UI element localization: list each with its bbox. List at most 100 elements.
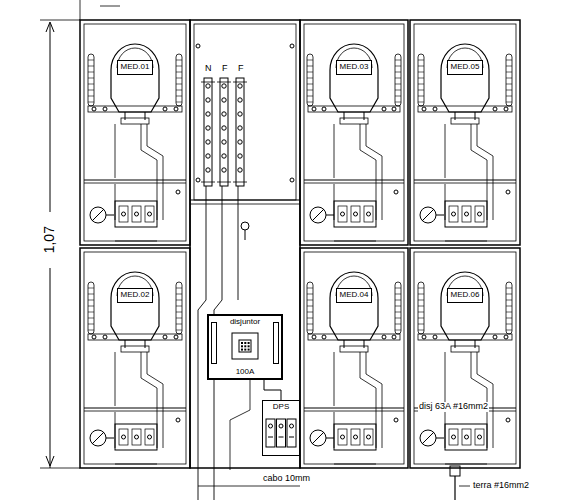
meter-body — [111, 272, 159, 340]
rail-rib — [88, 84, 94, 85]
terminal-clamp — [449, 206, 458, 222]
mounting-bracket — [88, 106, 182, 112]
rail-rib — [395, 294, 401, 295]
note-label: terra #16mm2 — [472, 481, 530, 491]
bolt — [103, 107, 107, 111]
bolt — [322, 107, 326, 111]
meter-terminal — [455, 112, 456, 120]
meter-terminal — [125, 340, 126, 348]
ground-stud — [394, 190, 398, 194]
compartment-frame — [300, 20, 408, 245]
divider — [304, 180, 404, 181]
rail-rib — [307, 90, 313, 91]
arrowhead — [46, 456, 54, 466]
terminal-screw — [135, 435, 139, 439]
rail-rib — [418, 312, 424, 313]
terminal-screw — [367, 435, 371, 439]
busbar-label: N — [204, 64, 213, 74]
meter-display: MED.05 — [447, 60, 484, 75]
rail-rib — [307, 84, 313, 85]
compartment-inner — [304, 252, 404, 464]
terminal-clamp — [475, 429, 484, 445]
node-label: MED.01 — [121, 63, 150, 72]
busbar-clamp — [233, 182, 247, 183]
divider — [190, 199, 300, 200]
ground-conductor — [450, 466, 470, 500]
rail-rib — [506, 84, 512, 85]
rail-rib — [176, 294, 182, 295]
meter-terminal — [475, 112, 476, 120]
cable-entry — [334, 241, 376, 242]
busbar-bolt — [222, 168, 226, 172]
busbar-label: F — [221, 64, 229, 74]
busbar-bolt — [206, 168, 210, 172]
rail-rib — [506, 72, 512, 73]
extension-line — [80, 0, 81, 20]
meter-display: MED.06 — [447, 288, 484, 303]
meter-compartment — [410, 248, 520, 468]
mounting-rail — [176, 282, 182, 334]
breaker-link — [436, 215, 444, 216]
wire — [147, 352, 163, 448]
rail-rib — [176, 288, 182, 289]
terminal-clamp — [364, 429, 373, 445]
feed-cable — [198, 186, 206, 500]
dimension-line — [50, 24, 51, 212]
node-label: MED.06 — [451, 291, 480, 300]
rail-rib — [307, 72, 313, 73]
rail-rib — [176, 90, 182, 91]
rail-rib — [88, 102, 94, 103]
busbar-bolt — [238, 140, 242, 144]
rail-rib — [418, 300, 424, 301]
terminal-block — [115, 201, 157, 227]
cable-entry — [115, 241, 157, 242]
terminal-clamp — [145, 429, 154, 445]
main-breaker: disjuntor100A — [207, 314, 283, 380]
rail-rib — [395, 72, 401, 73]
rail-rib — [506, 78, 512, 79]
busbar-clamp — [217, 82, 231, 83]
rail-rib — [307, 294, 313, 295]
meter-terminal-cover — [340, 118, 368, 124]
rail-rib — [506, 324, 512, 325]
terminal-screw — [341, 212, 345, 216]
meter-compartment — [410, 20, 520, 245]
bolt — [312, 335, 316, 339]
bolt — [493, 107, 497, 111]
breaker-lever — [312, 432, 324, 444]
leader-line — [459, 486, 470, 487]
rail-rib — [418, 60, 424, 61]
rail-rib — [307, 330, 313, 331]
breaker-symbol — [230, 331, 260, 361]
rail-rib — [176, 96, 182, 97]
busbar-bolt — [222, 154, 226, 158]
rail-rib — [418, 102, 424, 103]
rail-rib — [395, 66, 401, 67]
busbar-compartment — [194, 24, 296, 200]
note-label: disj 63A #16mm2 — [418, 402, 489, 412]
bolt — [174, 107, 178, 111]
mounting-bracket — [418, 334, 512, 340]
ground-stud — [176, 418, 180, 422]
terminal-clamp — [119, 429, 128, 445]
mounting-rail — [88, 54, 94, 106]
note-label: cabo 10mm — [262, 474, 311, 484]
divider — [84, 180, 186, 181]
wire — [141, 352, 157, 448]
bolt — [163, 107, 167, 111]
wire — [147, 124, 163, 220]
bolt — [174, 335, 178, 339]
compartment-inner — [84, 252, 186, 464]
wire — [445, 352, 446, 406]
rail-rib — [88, 66, 94, 67]
rail-rib — [176, 324, 182, 325]
compartment-frame — [410, 248, 520, 468]
rail-rib — [395, 96, 401, 97]
mounting-bracket — [88, 334, 182, 340]
divider — [84, 411, 186, 412]
cable-entry — [334, 464, 376, 465]
mounting-rail — [395, 282, 401, 334]
ground-clamp — [450, 466, 460, 476]
breaker-lever — [422, 209, 434, 221]
